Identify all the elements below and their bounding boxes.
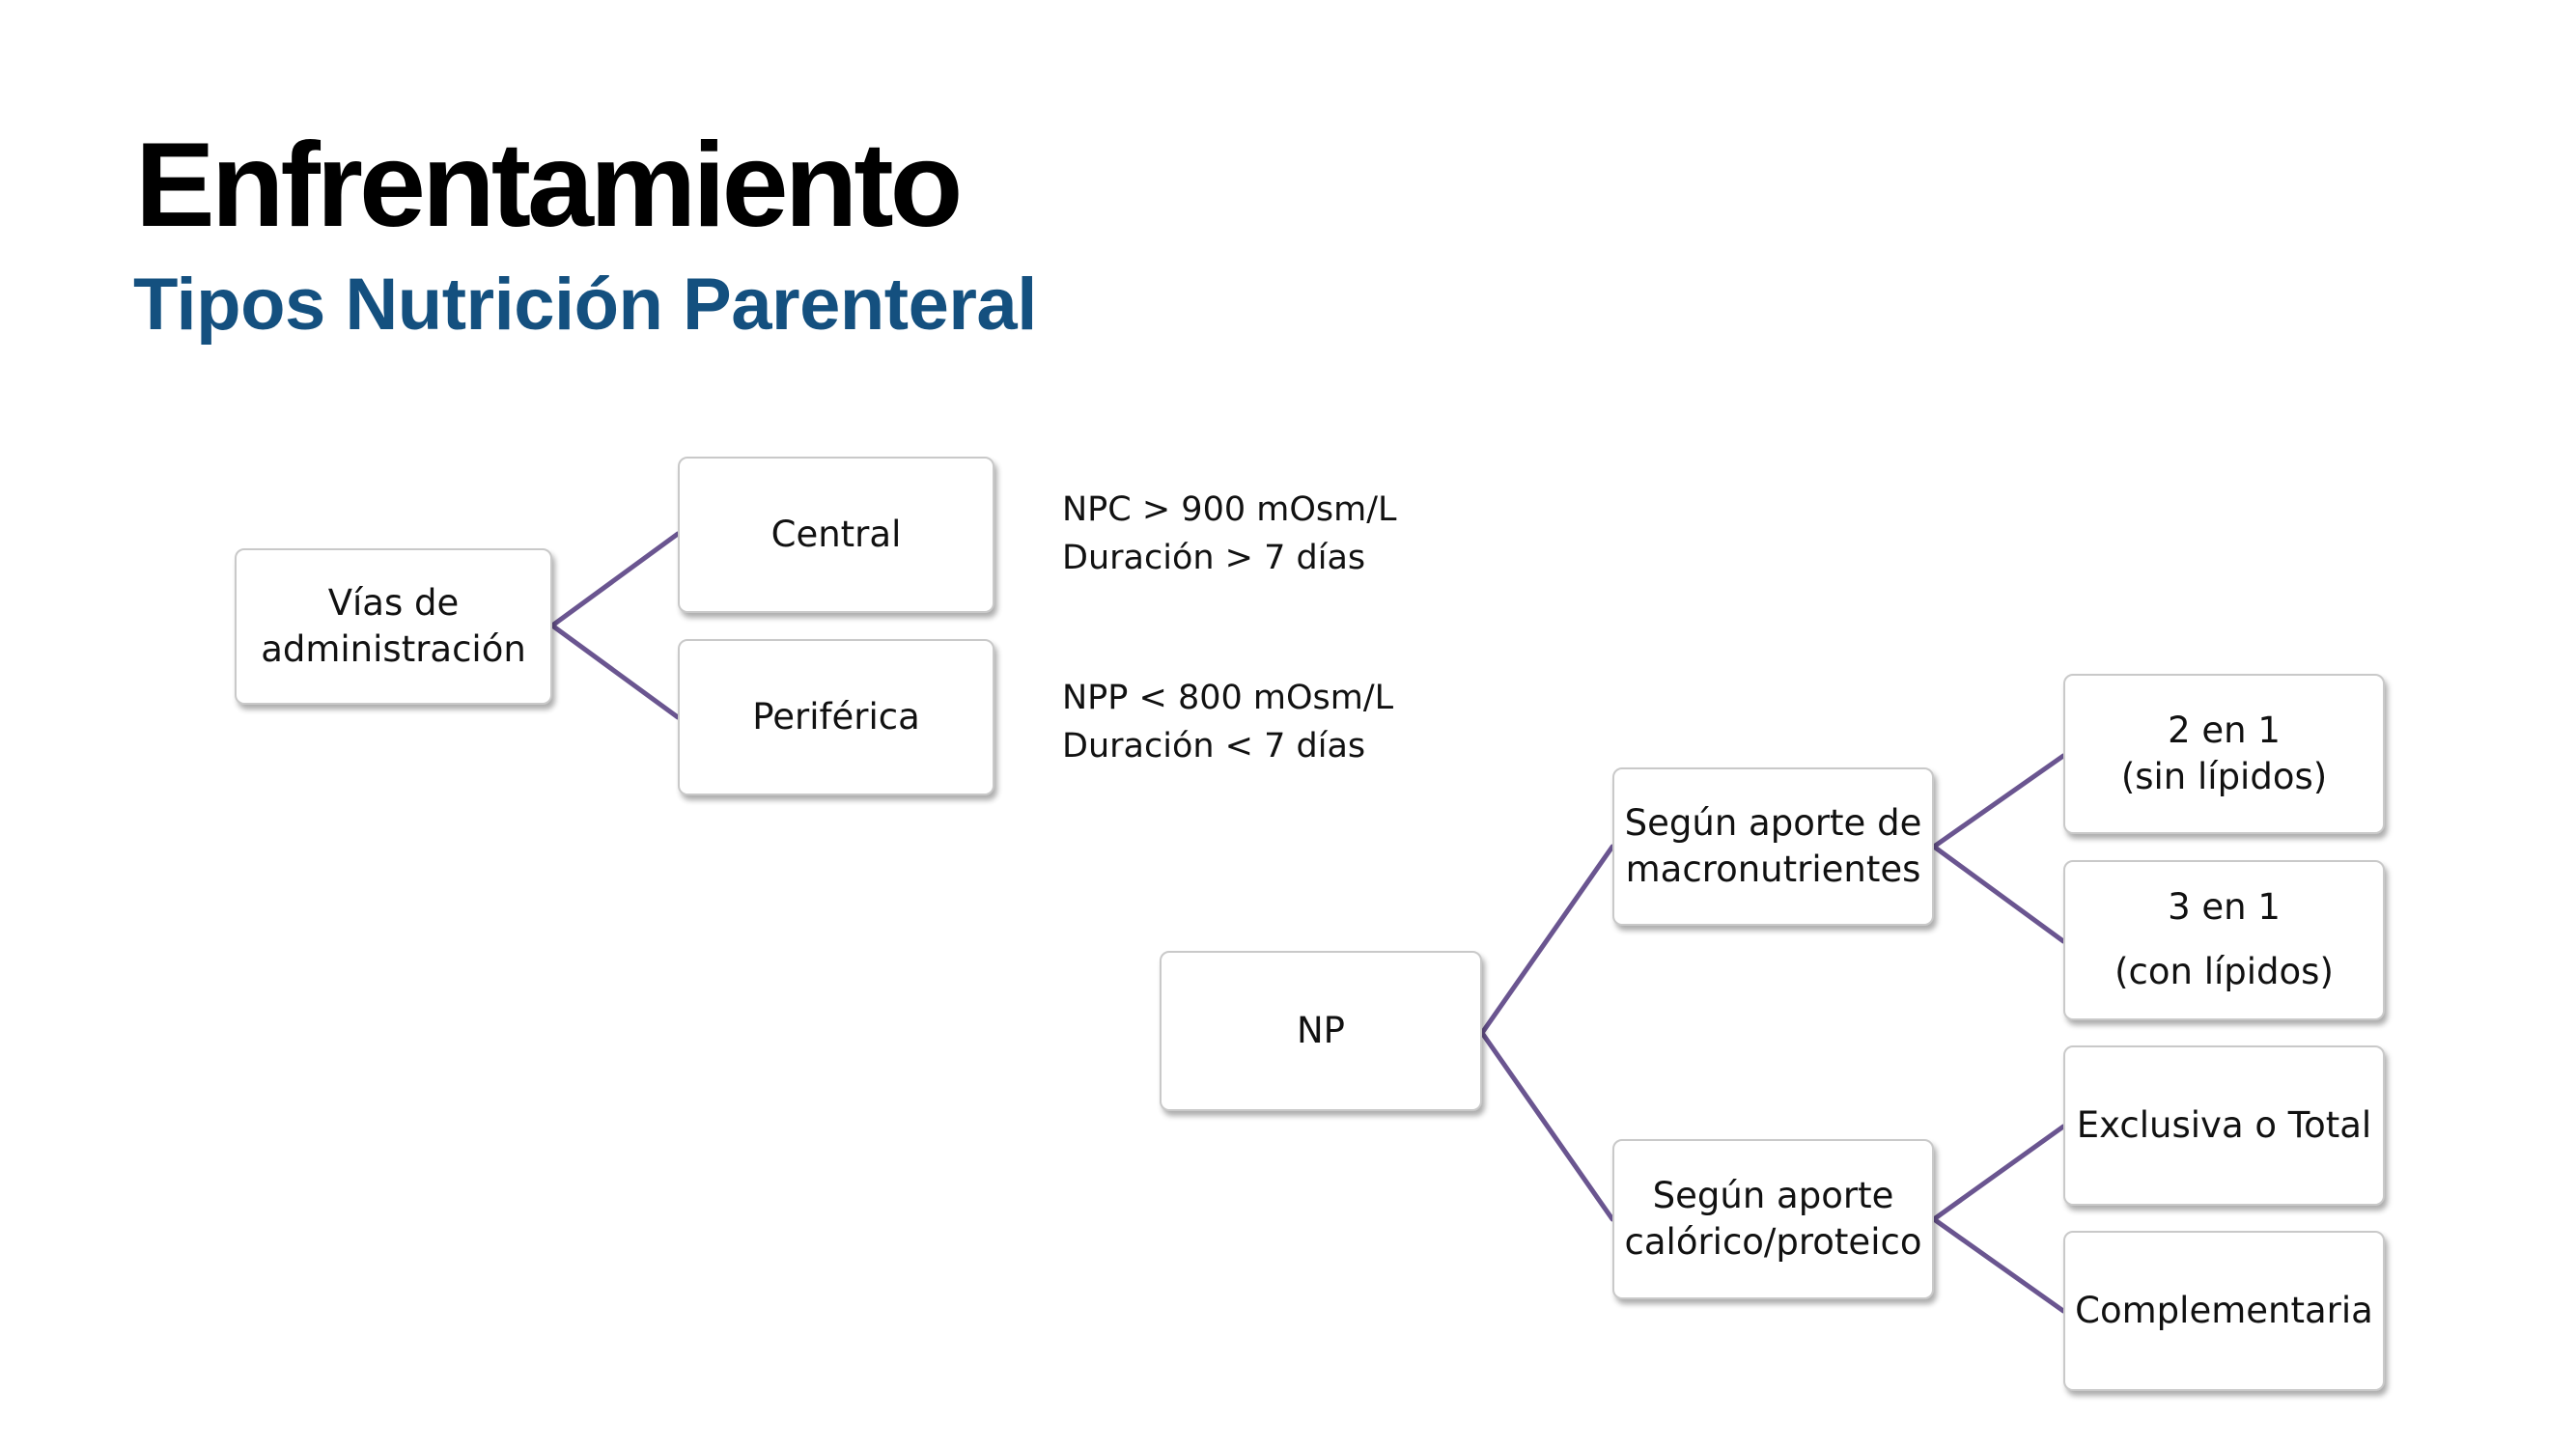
connector-vias-central <box>549 531 681 628</box>
note-periferica-duracion: Duración < 7 días <box>1062 727 1366 766</box>
connector-np-macro <box>1479 844 1615 1036</box>
connector-np-calorico <box>1479 1030 1615 1222</box>
node-central: Central <box>678 457 994 613</box>
node-3-en-1: 3 en 1 (con lípidos) <box>2063 860 2385 1020</box>
note-central-osm: NPC > 900 mOsm/L <box>1062 490 1397 529</box>
connector-calorico-exclusiva <box>1931 1124 2066 1222</box>
node-complementaria: Complementaria <box>2063 1231 2385 1391</box>
note-periferica-osm: NPP < 800 mOsm/L <box>1062 679 1394 717</box>
node-segun-calorico-proteico: Según aporte calórico/proteico <box>1612 1139 1934 1299</box>
note-central: NPC > 900 mOsm/L Duración > 7 días <box>1062 486 1397 582</box>
note-periferica: NPP < 800 mOsm/L Duración < 7 días <box>1062 674 1393 770</box>
node-2-en-1: 2 en 1 (sin lípidos) <box>2063 674 2385 834</box>
slide-title: Enfrentamiento <box>135 119 963 252</box>
node-exclusiva-total: Exclusiva o Total <box>2063 1045 2385 1206</box>
connector-macro-3en1 <box>1931 844 2066 944</box>
connector-vias-periferica <box>549 623 681 720</box>
node-np: NP <box>1160 951 1482 1111</box>
connector-macro-2en1 <box>1931 753 2066 849</box>
note-central-duracion: Duración > 7 días <box>1062 539 1366 577</box>
node-vias-administracion: Vías de administración <box>235 548 552 705</box>
node-periferica: Periférica <box>678 639 994 795</box>
connector-calorico-complementaria <box>1931 1216 2066 1314</box>
node-segun-macronutrientes: Según aporte de macronutrientes <box>1612 767 1934 926</box>
slide-subtitle: Tipos Nutrición Parenteral <box>133 264 1037 346</box>
